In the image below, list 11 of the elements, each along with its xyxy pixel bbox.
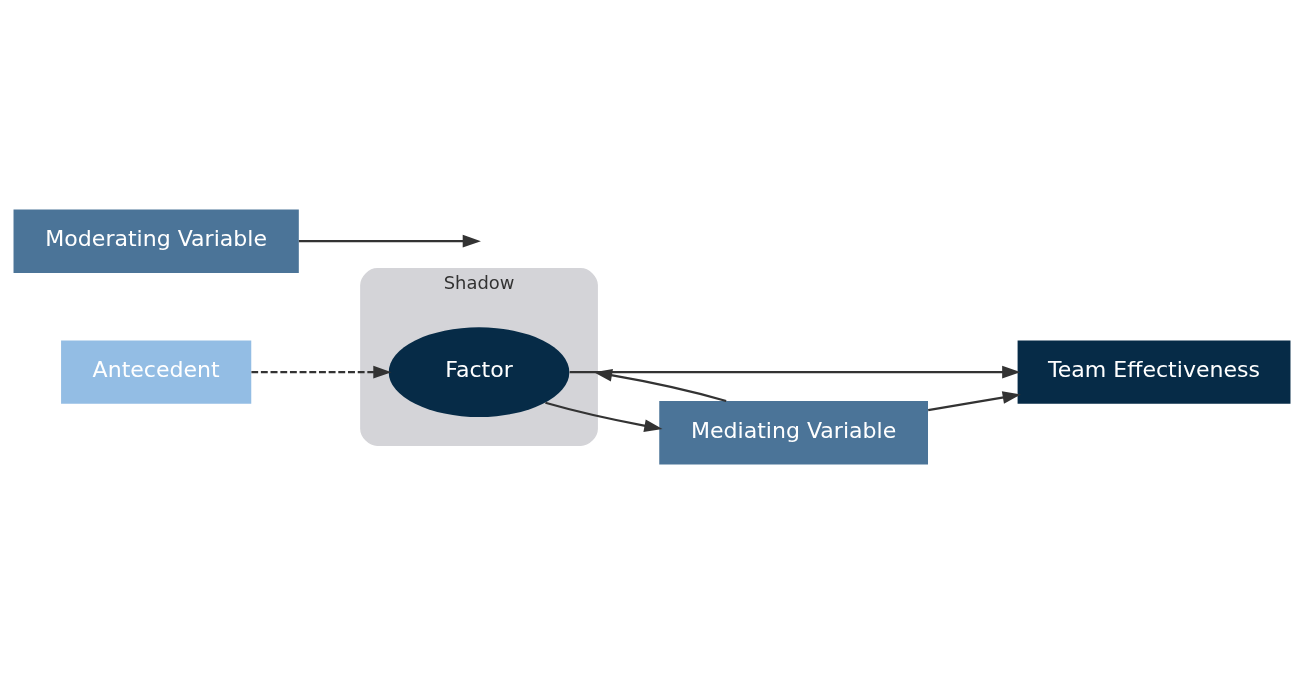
arrow <box>298 234 481 248</box>
node-box: Team Effectiveness <box>1017 339 1291 404</box>
arrow <box>251 365 392 379</box>
arrow <box>593 368 727 402</box>
node-box: Mediating Variable <box>659 400 928 464</box>
arrow <box>928 390 1021 411</box>
node-box: Antecedent <box>61 339 252 404</box>
node-ellipse: Factor <box>388 326 570 417</box>
node-box: Moderating Variable <box>13 209 299 273</box>
arrow <box>569 365 1021 379</box>
arrow <box>545 401 663 432</box>
